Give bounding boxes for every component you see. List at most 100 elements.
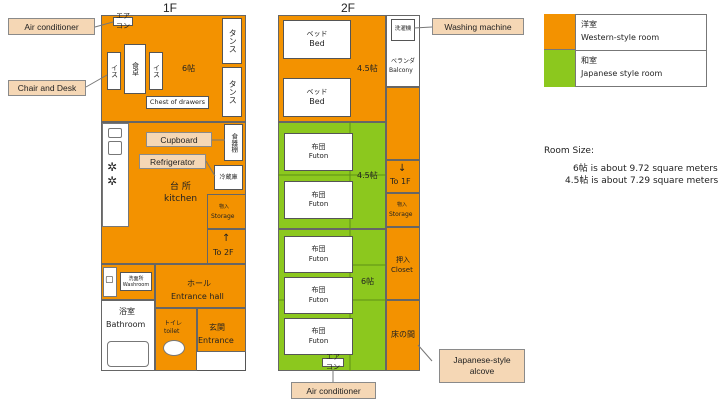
chair-2: イス <box>149 52 163 90</box>
storage-1f-jp: 物入 <box>219 204 230 210</box>
futon-5-en: Futon <box>308 336 329 345</box>
room-entrance-hall <box>155 264 246 308</box>
stove-burner-2-icon: ✲ <box>107 174 118 188</box>
callout-japanese-alcove-line2: alcove <box>469 366 495 376</box>
storage-2f-jp: 物入 <box>397 202 408 208</box>
callout-chair-and-desk: Chair and Desk <box>8 80 86 96</box>
stairs-1f-label: To 2F <box>213 248 234 257</box>
futon-2-en: Futon <box>308 200 329 208</box>
chair-2-label: イス <box>152 64 161 78</box>
washroom-en: Washroom <box>122 281 150 288</box>
callout-air-conditioner-1f: Air conditioner <box>8 18 95 35</box>
stairs-1f-arrow: ↑ <box>222 233 231 244</box>
futon-3-en: Futon <box>308 254 329 263</box>
room-size-2f-japanese-1: 4.5帖 <box>357 171 378 180</box>
bathtub <box>107 341 149 367</box>
legend-japanese-en: Japanese style room <box>581 69 663 78</box>
futon-3-jp: 布団 <box>311 245 326 254</box>
dining-table: 食卓 <box>124 44 146 94</box>
callout-cupboard: Cupboard <box>146 132 212 147</box>
toilet-jp: トイレ <box>164 320 183 327</box>
room-closet <box>386 227 420 300</box>
toilet-en: toilet <box>164 328 180 335</box>
bed-1-en: Bed <box>309 38 325 48</box>
entrance-jp: 玄関 <box>209 323 225 332</box>
callout-japanese-alcove-line1: Japanese-style <box>453 354 511 365</box>
chair-1: イス <box>107 52 121 90</box>
hall-label-en: Entrance hall <box>171 292 224 301</box>
closet-en: Closet <box>391 266 413 274</box>
callout-japanese-alcove: Japanese-style alcove <box>439 349 525 383</box>
chair-1-label: イス <box>110 64 119 78</box>
storage-1f-en: Storage <box>211 213 235 220</box>
legend-swatch-japanese <box>544 50 576 87</box>
room-storage-1f <box>207 194 246 229</box>
corridor-2f <box>386 87 420 160</box>
aircon-unit-1f: エアコン <box>113 12 133 30</box>
tansu-2: タンス <box>222 67 242 117</box>
room-size-2f-western: 4.5帖 <box>357 64 378 73</box>
alcove-jp: 床の間 <box>391 330 415 339</box>
futon-4: 布団 Futon <box>284 277 353 314</box>
bed-2: ベッド Bed <box>283 78 351 117</box>
bed-2-jp: ベッド <box>306 87 328 96</box>
legend-western-en: Western-style room <box>581 33 660 42</box>
legend-japanese-jp: 和室 <box>581 56 597 65</box>
balcony-en: Balcony <box>389 67 413 74</box>
sink-2 <box>108 141 122 155</box>
bathroom-en: Bathroom <box>106 320 146 329</box>
futon-1: 布団 Futon <box>284 133 353 171</box>
kitchen-counter <box>102 123 129 227</box>
fridge-unit: 冷蔵庫 <box>214 165 243 190</box>
room-entrance <box>197 308 246 352</box>
room-size-line-1: 6帖 is about 9.72 square meters <box>573 164 718 174</box>
futon-3: 布団 Futon <box>284 236 353 273</box>
dining-table-label: 食卓 <box>131 62 140 76</box>
bathroom-jp: 浴室 <box>119 307 135 316</box>
futon-5-jp: 布団 <box>311 327 326 336</box>
room-size-line-2: 4.5帖 is about 7.29 square meters <box>565 176 719 186</box>
stairs-2f-label: To 1F <box>390 177 411 186</box>
aircon-unit-2f: エアコン <box>322 353 344 371</box>
legend-western-jp: 洋室 <box>581 20 597 29</box>
room-storage-2f <box>386 193 420 227</box>
futon-2: 布団 Futon <box>284 181 353 219</box>
room-toilet <box>155 308 197 371</box>
cupboard-unit-label: 食器棚 <box>229 132 238 153</box>
cupboard-unit: 食器棚 <box>224 124 243 161</box>
washroom-mirror-icon: ▢ <box>105 275 114 285</box>
stairs-1f <box>207 229 246 264</box>
bed-1-jp: ベッド <box>306 29 328 38</box>
washroom-sink <box>103 267 117 297</box>
stairs-2f-arrow: ↓ <box>398 163 407 174</box>
kitchen-label-en: kitchen <box>164 194 198 204</box>
stairs-2f <box>386 160 420 193</box>
washroom-sign: 洗面所 Washroom <box>120 272 152 291</box>
washing-machine-unit: 洗濯機 <box>391 19 415 41</box>
futon-2-jp: 布団 <box>311 190 326 199</box>
futon-4-jp: 布団 <box>311 286 326 295</box>
callout-washing-machine: Washing machine <box>432 18 524 35</box>
room-size-2f-japanese-2: 6帖 <box>361 277 375 286</box>
kitchen-label-jp: 台 所 <box>170 182 191 192</box>
tansu-2-label: タンス <box>228 80 238 104</box>
stove-burner-1-icon: ✲ <box>107 160 118 174</box>
futon-4-en: Futon <box>308 295 329 304</box>
callout-refrigerator: Refrigerator <box>139 154 206 169</box>
room-alcove <box>386 300 420 371</box>
balcony-jp: ベランダ <box>391 58 416 65</box>
tansu-1: タンス <box>222 18 242 64</box>
callout-air-conditioner-2f: Air conditioner <box>291 382 376 399</box>
toilet-bowl-icon <box>163 340 185 356</box>
floor-title-2f: 2F <box>341 1 356 15</box>
chest-of-drawers-label: Chest of drawers <box>146 96 209 109</box>
floor-title-1f: 1F <box>163 1 178 15</box>
tansu-1-label: タンス <box>228 29 238 53</box>
entrance-en: Entrance <box>198 336 234 345</box>
bed-1: ベッド Bed <box>283 20 351 59</box>
washroom-jp: 洗面所 <box>128 275 144 282</box>
legend-swatch-western <box>544 14 576 50</box>
room-size-title: Room Size: <box>544 146 594 156</box>
sink <box>108 128 122 138</box>
futon-5: 布団 Futon <box>284 318 353 355</box>
